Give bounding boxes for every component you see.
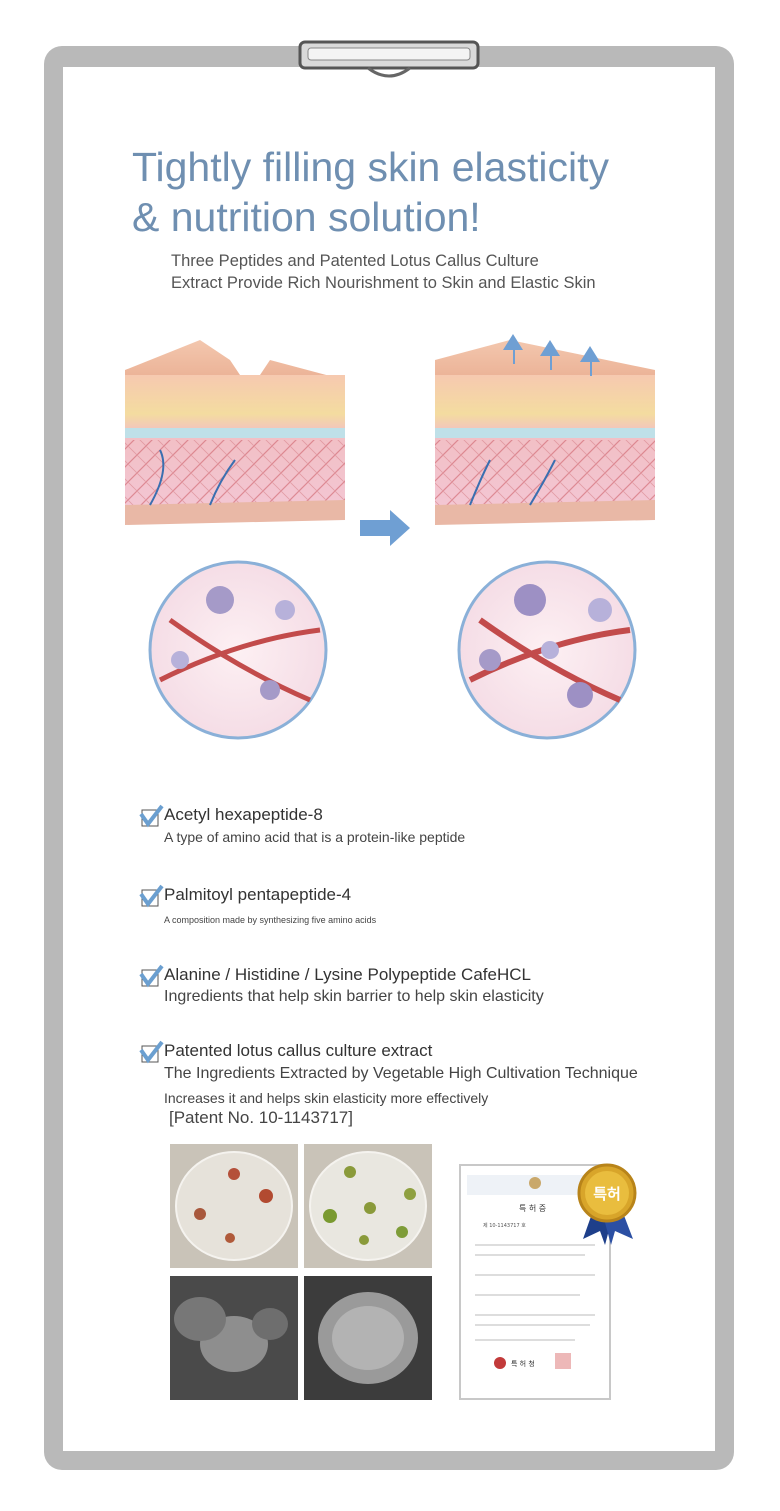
checkmark-icon: [139, 1040, 164, 1064]
feature-name: Alanine / Histidine / Lysine Polypeptide…: [164, 965, 531, 984]
feature-name: Palmitoyl pentapeptide-4: [164, 885, 352, 904]
checkmark-icon: [139, 804, 164, 828]
microscope-photo-1: [170, 1276, 298, 1400]
smooth-skin-block: [435, 340, 655, 525]
microscope-photo-2: [304, 1276, 432, 1400]
petri-dish-photo-1: [170, 1144, 298, 1268]
subtitle-line-2: Extract Provide Rich Nourishment to Skin…: [171, 274, 596, 292]
lift-arrows: [503, 334, 600, 376]
patent-seal-badge: 특허: [577, 1163, 637, 1245]
transition-arrow-icon: [360, 510, 410, 546]
feature-desc: Ingredients that help skin barrier to he…: [164, 988, 544, 1005]
feature-name: Patented lotus callus culture extract: [164, 1041, 433, 1060]
feature-name: Acetyl hexapeptide-8: [164, 805, 323, 824]
page-title: Tightly filling skin elasticity & nutrit…: [132, 142, 692, 242]
skin-comparison-illustration: [125, 334, 655, 740]
clipboard-clip: [298, 40, 480, 78]
feature-desc: A type of amino acid that is a protein-l…: [164, 829, 466, 845]
collagen-circle-after: [457, 560, 637, 740]
lotus-callus-photo-grid: [170, 1144, 432, 1400]
feature-desc: A composition made by synthesizing five …: [164, 915, 377, 925]
checkmark-icon: [139, 964, 164, 988]
feature-desc: The Ingredients Extracted by Vegetable H…: [164, 1065, 638, 1082]
wrinkled-skin-block: [125, 340, 345, 525]
patent-certificate: 특 허 증 제 10-1143717 호 특 허 청 특허: [459, 1163, 637, 1400]
subtitle-line-1: Three Peptides and Patented Lotus Callus…: [171, 252, 539, 270]
collagen-circle-before: [148, 560, 328, 740]
subtitle: Three Peptides and Patented Lotus Callus…: [171, 250, 641, 294]
patent-number: [Patent No. 10-1143717]: [169, 1108, 353, 1127]
petri-dish-photo-2: [304, 1144, 432, 1268]
title-line-1: Tightly filling skin elasticity: [132, 144, 609, 190]
title-line-2: & nutrition solution!: [132, 194, 481, 240]
seal-label: 특허: [593, 1185, 621, 1203]
checkmark-icon: [139, 884, 164, 908]
certificate-number: 제 10-1143717 호: [483, 1222, 526, 1229]
certificate-issuer: 특 허 청: [511, 1359, 535, 1368]
certificate-heading: 특 허 증: [519, 1204, 546, 1213]
feature-desc-2: Increases it and helps skin elasticity m…: [164, 1090, 489, 1106]
